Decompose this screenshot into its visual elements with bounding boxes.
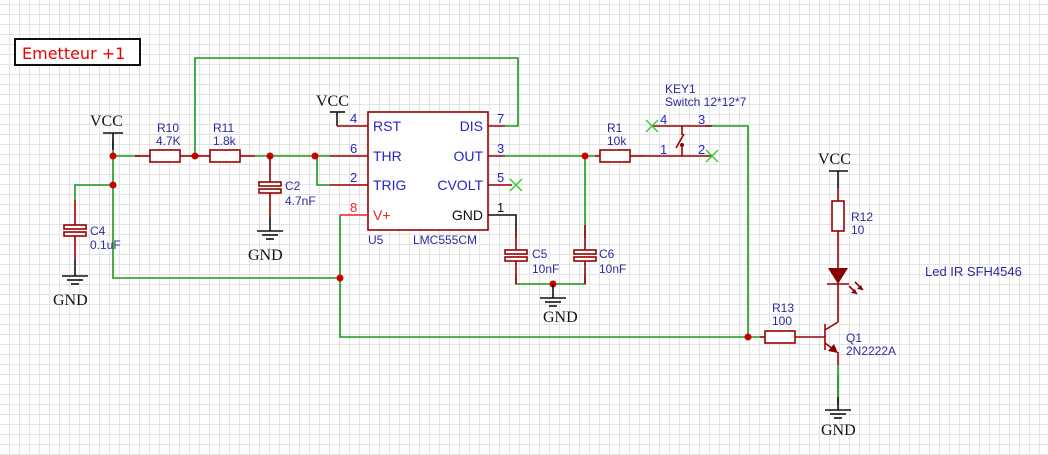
- pin-name: TRIG: [373, 177, 406, 193]
- pin-number: 1: [497, 200, 504, 215]
- capacitor-c4[interactable]: GND C4 0.1uF: [53, 200, 121, 309]
- pin-number: 3: [497, 141, 504, 156]
- pin-name: CVOLT: [437, 177, 483, 193]
- gnd-symbol[interactable]: GND: [540, 284, 578, 326]
- ref-label: R1: [607, 121, 623, 135]
- switch-key1[interactable]: 4 3 1 2 KEY1 Switch 12*12*7: [645, 82, 747, 163]
- pin-number: 4: [350, 111, 357, 126]
- ref-label: R10: [157, 121, 179, 135]
- resistor-r10[interactable]: R10 4.7K: [135, 121, 195, 163]
- value-label: 0.1uF: [90, 238, 121, 252]
- resistor-r11[interactable]: R11 1.8k: [195, 121, 255, 163]
- resistor-r1[interactable]: R1 10k: [595, 121, 645, 163]
- net-label: GND: [821, 422, 856, 439]
- net-label: VCC: [316, 93, 349, 110]
- junction-dot: [109, 181, 117, 189]
- pin-number: 2: [350, 170, 357, 185]
- ref-label: R11: [213, 121, 234, 135]
- value-label: 1.8k: [213, 134, 237, 148]
- resistor-r12[interactable]: R12 10: [831, 188, 873, 268]
- ref-label: R12: [851, 210, 873, 224]
- ref-label: C5: [532, 247, 548, 261]
- pin-number: 5: [497, 170, 504, 185]
- led-ir[interactable]: Led IR SFH4546: [827, 264, 1022, 322]
- title-box[interactable]: Emetteur +1: [14, 38, 141, 66]
- ref-label: C2: [285, 179, 301, 193]
- pin-name: V+: [373, 207, 391, 223]
- vcc-symbol[interactable]: VCC: [90, 113, 123, 150]
- ref-label: C6: [599, 247, 615, 261]
- junction-dot: [581, 152, 589, 160]
- value-label: 10: [851, 223, 865, 237]
- pin-name: DIS: [460, 118, 483, 134]
- junction-dot: [109, 152, 117, 160]
- pin-number: 1: [660, 142, 667, 157]
- pin-number: 2: [698, 142, 705, 157]
- value-label: 2N2222A: [846, 344, 896, 358]
- pin-name: OUT: [453, 148, 483, 164]
- junction-dot: [311, 152, 319, 160]
- capacitor-c2[interactable]: GND C2 4.7nF: [248, 156, 316, 264]
- value-label: 10nF: [599, 262, 626, 276]
- pin-number: 8: [350, 200, 357, 215]
- ic-u5[interactable]: VCC 4 6 2 8 RST THR TRIG V+ 7 3 5 1 DIS …: [316, 93, 523, 247]
- vcc-symbol[interactable]: VCC: [818, 151, 851, 188]
- transistor-q1[interactable]: Q1 2N2222A: [824, 321, 896, 397]
- net-label: GND: [248, 247, 283, 264]
- junction-dot: [744, 333, 752, 341]
- wires: [74, 57, 839, 405]
- pin-name: RST: [373, 118, 401, 134]
- junctions: [109, 152, 752, 341]
- ref-label: U5: [368, 233, 384, 247]
- value-label: Switch 12*12*7: [665, 95, 747, 109]
- resistor-r13[interactable]: R13 100: [760, 301, 825, 344]
- ref-label: KEY1: [665, 82, 696, 96]
- value-label: 4.7nF: [285, 194, 316, 208]
- pin-number: 7: [497, 111, 504, 126]
- value-label: 100: [772, 314, 792, 328]
- net-label: VCC: [90, 113, 123, 130]
- value-label: 10k: [607, 134, 627, 148]
- capacitor-c5[interactable]: C5 10nF: [504, 230, 559, 284]
- net-label: GND: [53, 292, 88, 309]
- ref-label: Q1: [846, 331, 862, 345]
- ref-label: R13: [772, 301, 794, 315]
- pin-number: 6: [350, 141, 357, 156]
- capacitor-c6[interactable]: C6 10nF: [573, 225, 626, 284]
- pin-number: 3: [698, 112, 705, 127]
- ref-label: C4: [90, 224, 106, 238]
- value-label: 4.7K: [156, 134, 181, 148]
- net-label: VCC: [818, 151, 851, 168]
- gnd-symbol[interactable]: GND: [821, 397, 856, 439]
- value-label: 10nF: [532, 262, 559, 276]
- annotation-text: Led IR SFH4546: [925, 264, 1022, 279]
- net-label: GND: [543, 309, 578, 326]
- junction-dot: [336, 274, 344, 282]
- pin-name: THR: [373, 148, 402, 164]
- value-label: LMC555CM: [413, 233, 477, 247]
- pin-name: GND: [452, 207, 483, 223]
- title-text: Emetteur +1: [22, 44, 126, 63]
- pin-number: 4: [660, 112, 667, 127]
